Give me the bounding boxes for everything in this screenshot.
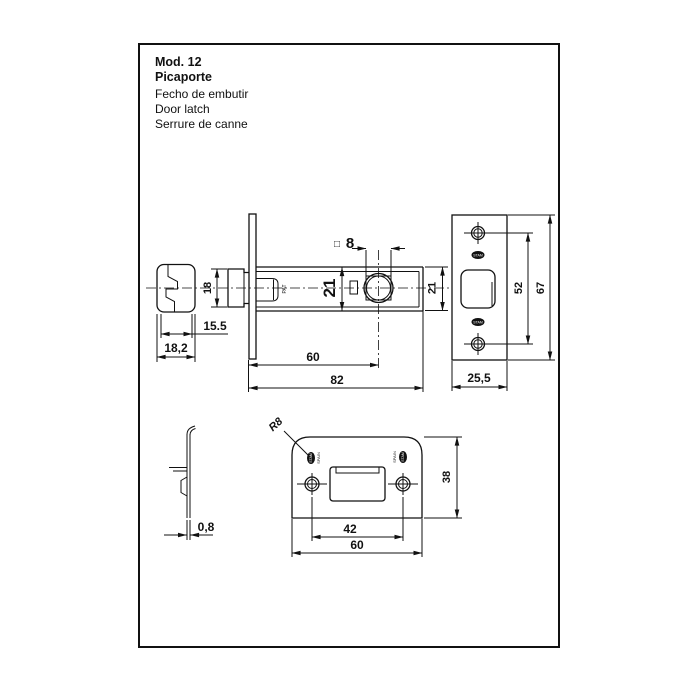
plate-lip-curl: [189, 428, 196, 436]
bolt-tail: [256, 278, 279, 302]
faceplate-outline: [451, 214, 508, 361]
dim-label-strike-screw-spacing: 42: [343, 522, 357, 536]
dim-label-strike-height: 38: [441, 471, 453, 483]
dim-label-screw-spacing: 52: [513, 282, 525, 294]
strike-plate-outline: [291, 436, 423, 519]
bolt-side: [227, 268, 249, 308]
description-english: Door latch: [155, 102, 210, 116]
brand-stamp-oval: [471, 318, 485, 326]
faceplate-side: [248, 213, 257, 360]
spain-mark-left: SPAIN: [316, 452, 321, 464]
brand-stamp-oval: [307, 452, 315, 464]
latch-opening-lip: [335, 467, 380, 474]
description-portuguese: Fecho de embutir: [155, 87, 248, 101]
strike-plate-side-view: 0,8: [164, 425, 215, 540]
dim-label-plate-width: 25,5: [467, 371, 491, 385]
dim-label-plate-height: 67: [535, 282, 547, 294]
faceplate-front-view: STAM STAM 52 67 25,5: [451, 214, 555, 391]
dim-label-case-height: 21: [320, 279, 339, 298]
dim-label-bolt-height: 18: [202, 282, 214, 294]
dim-label-bolt-outer-width: 18,2: [164, 341, 188, 355]
brand-stamp-text: STAM: [473, 254, 483, 258]
product-name: Picaporte: [155, 70, 212, 84]
dim-label-case-height-right: 21: [427, 282, 439, 294]
description-french: Serrure de canne: [155, 117, 248, 131]
dim-label-bolt-inner-width: 15.5: [203, 319, 227, 333]
dim-label-thickness: 0,8: [198, 520, 215, 534]
dim-label-spindle-square: 8: [346, 235, 354, 252]
case-slot: [349, 280, 358, 295]
brand-stamp-oval: [471, 251, 485, 259]
title-block: Mod. 12 Picaporte Fecho de embutir Door …: [155, 55, 248, 131]
square-symbol: □: [334, 239, 340, 250]
dim-label-total-length: 82: [330, 373, 344, 387]
plate-lip-curl: [186, 425, 196, 436]
bolt-bevel-profile: [165, 265, 178, 312]
spain-mark-right: SPAIN: [392, 451, 397, 463]
model-number: Mod. 12: [155, 55, 202, 69]
bolt-through-plate: [460, 269, 496, 309]
dim-label-strike-width: 60: [350, 538, 364, 552]
latch-opening: [329, 466, 386, 502]
sheet-border: [138, 43, 560, 648]
brand-stamp-text: STAM: [401, 452, 405, 462]
bolt-front-view: 15.5 18,2: [156, 263, 228, 362]
brand-stamp-text: STAM: [309, 453, 313, 463]
dim-label-corner-radius: R8: [267, 415, 286, 434]
leader-line-r8: [283, 430, 309, 456]
latch-side-view: PAT □ 8 18 21 21 60 82: [146, 213, 452, 392]
brand-stamp-text: STAM: [473, 321, 483, 325]
pat-mark: PAT: [282, 285, 288, 294]
brand-stamp-oval: [399, 451, 407, 463]
dim-label-backset: 60: [306, 350, 320, 364]
strike-plate-front-view: STAM SPAIN STAM SPAIN R8 38 42 60: [267, 415, 462, 557]
dimple: [180, 476, 188, 497]
